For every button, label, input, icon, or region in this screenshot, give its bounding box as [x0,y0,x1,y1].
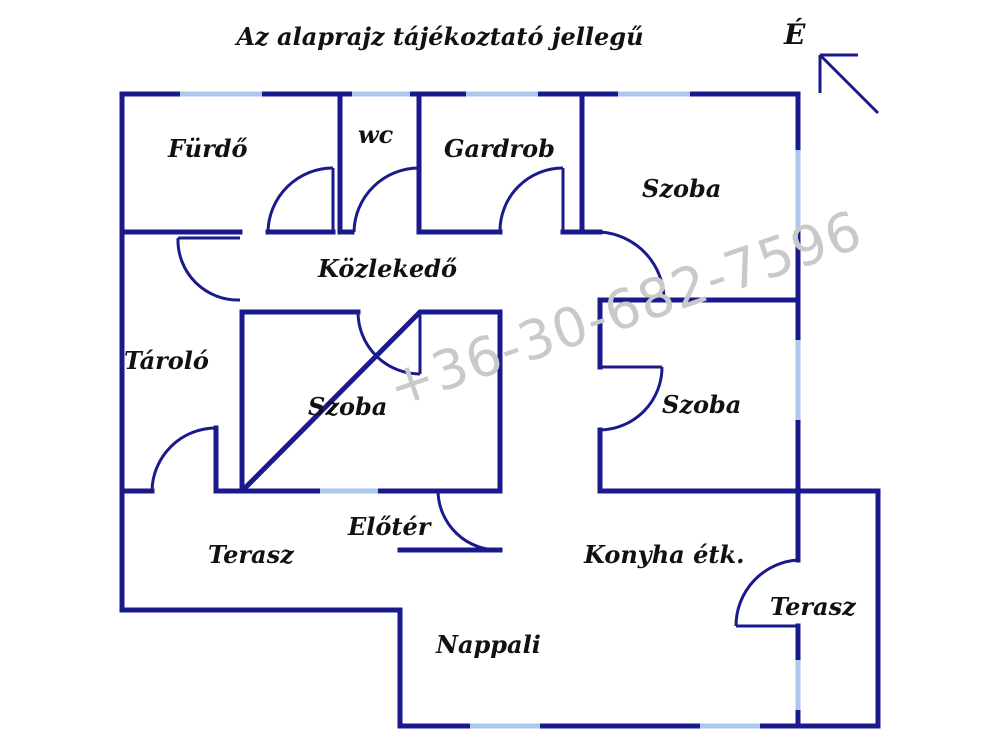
room-konyha: Konyha étk. [584,540,745,569]
windows [180,91,801,729]
room-eloter: Előtér [348,512,431,541]
room-gardrob: Gardrob [444,134,555,163]
room-tarolo: Tároló [124,346,209,375]
room-nappali: Nappali [436,630,541,659]
room-terasz-w: Terasz [208,540,294,569]
doors [150,166,799,628]
plan-title: Az alaprajz tájékoztató jellegű [236,22,644,51]
room-furdo: Fürdő [168,134,248,163]
room-wc: wc [358,120,394,149]
room-szoba-e: Szoba [662,390,742,419]
room-terasz-e: Terasz [770,592,856,621]
north-arrow [818,53,880,115]
room-szoba-center: Szoba [308,392,388,421]
room-szoba-ne: Szoba [642,174,722,203]
north-label: É [784,18,806,51]
room-kozlekedo: Közlekedő [318,254,458,283]
